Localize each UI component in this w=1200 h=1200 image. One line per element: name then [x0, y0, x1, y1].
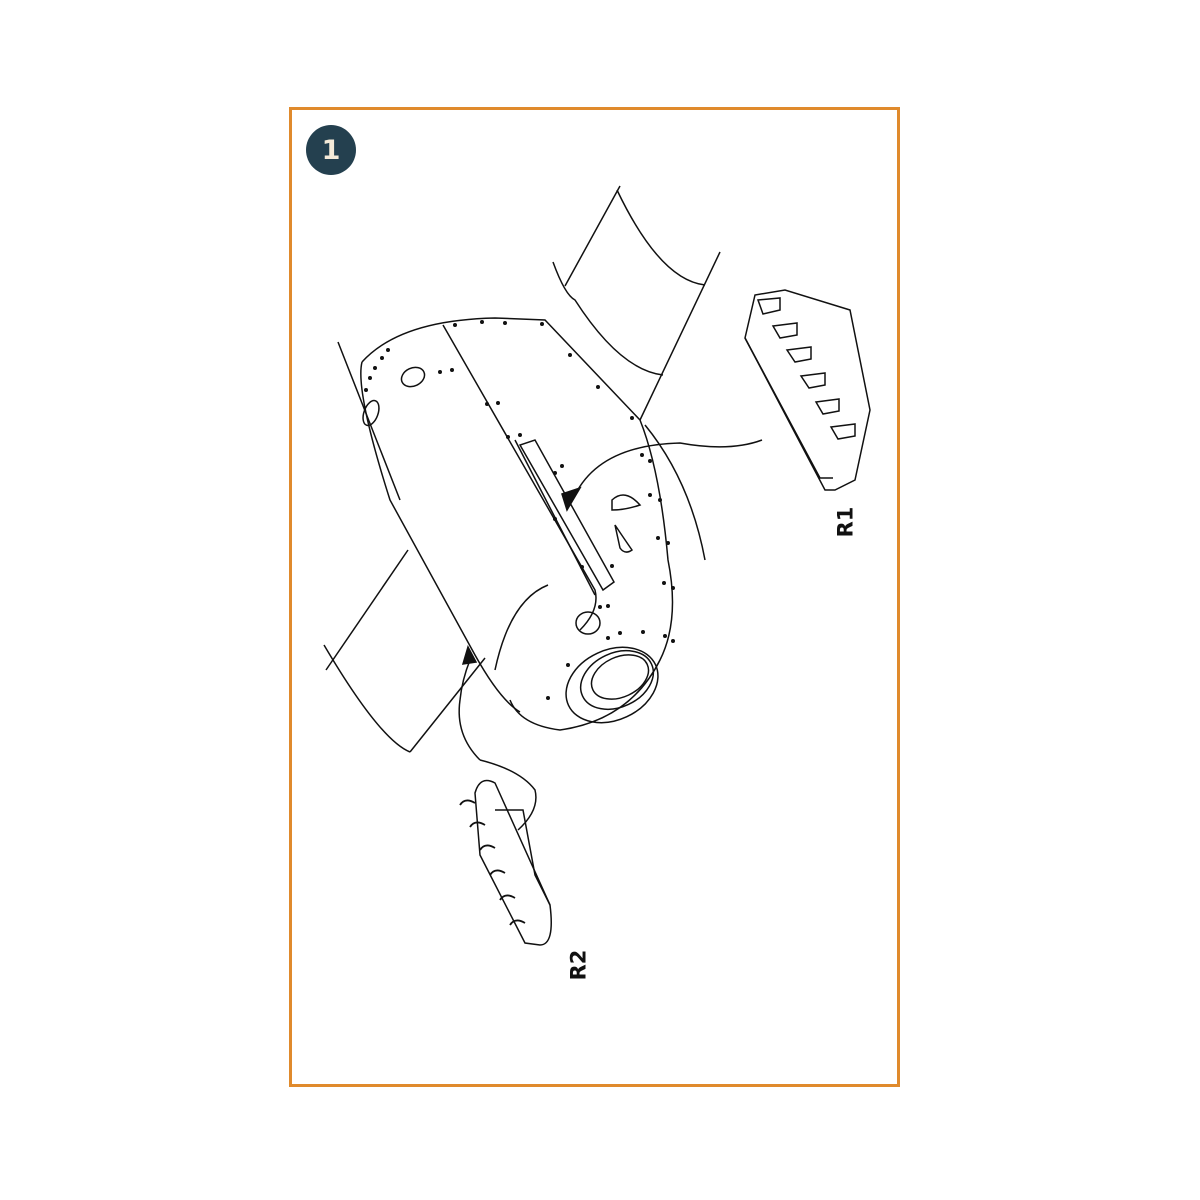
rivets [364, 320, 675, 700]
step-number: 1 [321, 134, 341, 166]
part-label-r2: R2 [566, 949, 591, 981]
arrows [458, 439, 763, 831]
nacelle [360, 317, 706, 731]
step-number-badge: 1 [306, 125, 356, 175]
lower-wing [323, 341, 486, 753]
part-r2-exhaust-stacks [459, 779, 552, 946]
upper-wing [552, 185, 721, 421]
part-label-r1: R1 [833, 506, 858, 538]
instruction-frame [289, 107, 900, 1087]
part-r1-exhaust-stacks [744, 289, 871, 491]
